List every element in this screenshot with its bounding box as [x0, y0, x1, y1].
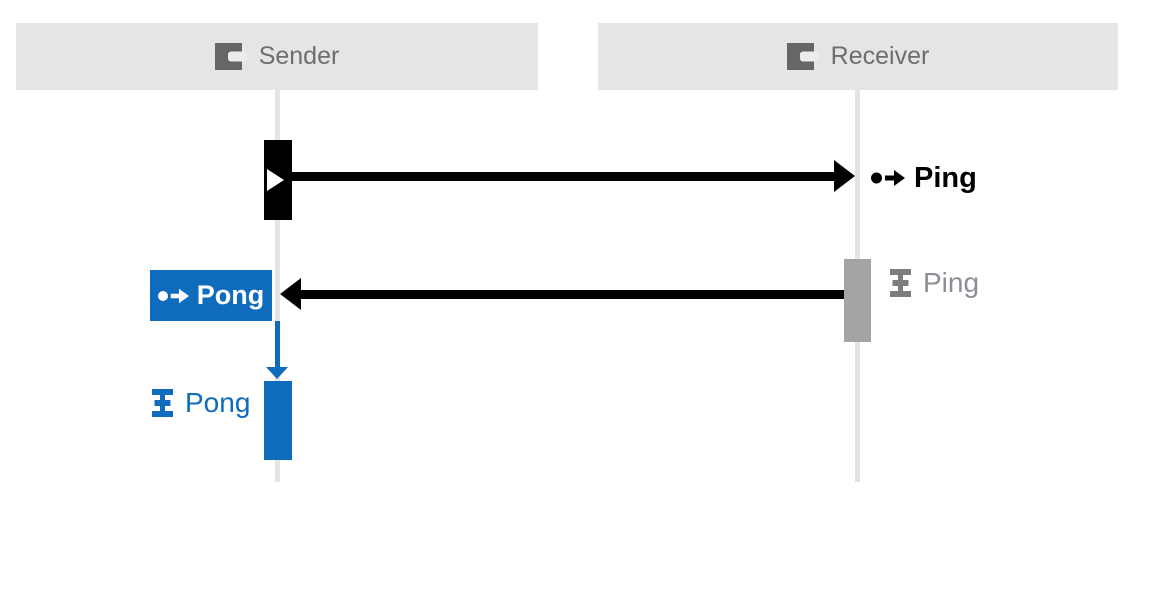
- arrowhead-down-icon: [266, 367, 288, 379]
- message-arrow-pong[interactable]: [301, 290, 844, 299]
- drop-connector-line: [275, 321, 280, 367]
- handler-label-ping[interactable]: Ping: [890, 267, 979, 299]
- lane-header-receiver[interactable]: Receiver: [598, 23, 1118, 90]
- message-label-text: Pong: [196, 280, 265, 310]
- arrowhead-left-icon: [280, 278, 301, 310]
- lifeline-process-icon: [786, 43, 820, 70]
- activation-bar-ping-send[interactable]: [264, 140, 292, 220]
- play-icon: [267, 169, 284, 191]
- send-message-icon: [871, 169, 905, 187]
- lane-label-receiver: Receiver: [830, 42, 930, 70]
- activation-bar-ping-receive[interactable]: [844, 259, 871, 342]
- message-label-ping-sent[interactable]: Ping: [871, 160, 977, 196]
- receive-handler-icon: [890, 269, 911, 297]
- send-message-icon: [157, 287, 189, 305]
- handler-label-text: Pong: [185, 387, 251, 418]
- lifeline-sender: [275, 90, 280, 482]
- handler-label-text: Ping: [923, 267, 980, 298]
- arrowhead-right-icon: [834, 160, 855, 192]
- message-arrow-ping[interactable]: [292, 172, 835, 181]
- message-label-text: Ping: [914, 161, 977, 194]
- receive-handler-icon: [152, 389, 173, 417]
- handler-label-pong[interactable]: Pong: [152, 387, 250, 419]
- lane-label-sender: Sender: [258, 42, 340, 70]
- lane-header-sender[interactable]: Sender: [16, 23, 538, 90]
- message-label-pong-selected[interactable]: Pong: [150, 270, 272, 321]
- activation-bar-pong-receive[interactable]: [264, 381, 292, 460]
- lifeline-process-icon: [214, 43, 248, 70]
